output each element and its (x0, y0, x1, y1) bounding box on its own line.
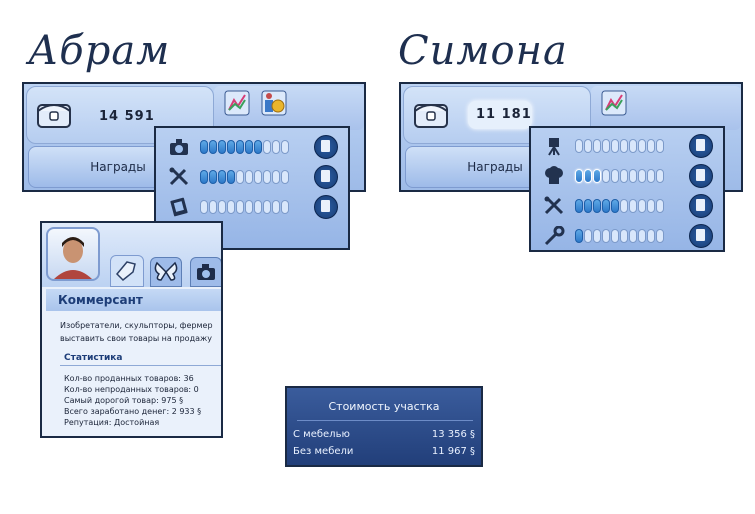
tools-icon (169, 167, 189, 186)
simona-skills-popup (529, 126, 725, 252)
chest-icon (37, 104, 71, 128)
camera-icon (170, 139, 188, 155)
tools-icon (544, 196, 564, 215)
stat-line: Кол-во проданных товаров: 36 (64, 374, 194, 383)
abram-funds-box: 14 591 (26, 86, 214, 144)
lot-value-row-value: 13 356 § (431, 429, 475, 440)
price-tag-icon (115, 261, 136, 282)
lot-value-divider (297, 420, 473, 421)
skill-row-handiness[interactable] (531, 194, 723, 218)
painting-icon (170, 197, 188, 217)
lot-value-panel: Стоимость участка С мебелью 13 356 § Без… (285, 386, 483, 467)
chest-icon (414, 104, 448, 128)
stats-list: Кол-во проданных товаров: 36 Кол-во непр… (64, 373, 201, 428)
skill-journal-icon[interactable] (689, 134, 713, 158)
skill-row-painting[interactable] (531, 134, 723, 158)
simona-funds-value: 11 181 (476, 107, 532, 122)
avatar[interactable] (46, 227, 100, 281)
skill-journal-icon[interactable] (314, 195, 338, 219)
sim-portrait-icon (54, 237, 92, 279)
career-icon[interactable] (601, 90, 627, 116)
stat-line: Всего заработано денег: 2 933 § (64, 407, 202, 416)
lot-value-title: Стоимость участка (328, 400, 440, 413)
abram-funds-value: 14 591 (99, 109, 155, 124)
stat-line: Самый дорогой товар: 975 § (64, 396, 184, 405)
career-card: Коммерсант Изобретатели, скульпторы, фер… (40, 221, 223, 438)
skill-journal-icon[interactable] (689, 164, 713, 188)
easel-icon (548, 138, 560, 156)
tab-camera[interactable] (190, 257, 221, 287)
skill-journal-icon[interactable] (314, 165, 338, 189)
business-icon[interactable] (261, 90, 287, 116)
lot-value-row-value: 11 967 § (431, 446, 475, 457)
wrench-icon (544, 226, 565, 246)
simona-funds-box: 11 181 (403, 86, 591, 144)
skill-row-cooking[interactable] (531, 164, 723, 188)
skill-row-photography[interactable] (156, 135, 348, 159)
career-description-line: Изобретатели, скульпторы, фермер (60, 321, 213, 330)
stats-header: Статистика (64, 353, 123, 363)
career-description-line: выставить свои товары на продажу (60, 334, 212, 343)
skill-meter (200, 170, 289, 184)
skill-journal-icon[interactable] (689, 194, 713, 218)
skill-meter (200, 200, 289, 214)
skill-meter (575, 169, 664, 183)
career-title-bar (46, 289, 221, 311)
skill-meter (575, 229, 664, 243)
stats-divider (60, 365, 221, 366)
skill-meter (575, 199, 664, 213)
chef-hat-icon (545, 166, 563, 184)
skill-journal-icon[interactable] (314, 135, 338, 159)
tab-career[interactable] (110, 255, 144, 287)
simona-funds-highlight (468, 101, 532, 129)
career-icon[interactable] (224, 90, 250, 116)
career-description: Изобретатели, скульпторы, фермер выстави… (60, 319, 213, 345)
tab-butterfly[interactable] (150, 257, 182, 287)
skill-meter (575, 139, 664, 153)
stat-line: Кол-во непроданных товаров: 0 (64, 385, 199, 394)
skill-row-handiness[interactable] (156, 165, 348, 189)
career-title: Коммерсант (58, 293, 143, 307)
abram-skills-popup (154, 126, 350, 250)
lot-value-row-label: С мебелью (293, 429, 350, 440)
skill-meter (200, 140, 289, 154)
lot-value-row: С мебелью 13 356 § (293, 429, 475, 443)
butterfly-icon (154, 261, 178, 281)
lot-value-row-label: Без мебели (293, 446, 354, 457)
stat-line: Репутация: Достойная (64, 418, 160, 427)
camera-icon (197, 264, 215, 280)
lot-value-row: Без мебели 11 967 § (293, 446, 475, 460)
simona-name-title: Симона (398, 28, 568, 74)
skill-journal-icon[interactable] (689, 224, 713, 248)
abram-name-title: Абрам (28, 28, 171, 74)
skill-row-painting[interactable] (156, 195, 348, 219)
skill-row-gardening[interactable] (531, 224, 723, 248)
